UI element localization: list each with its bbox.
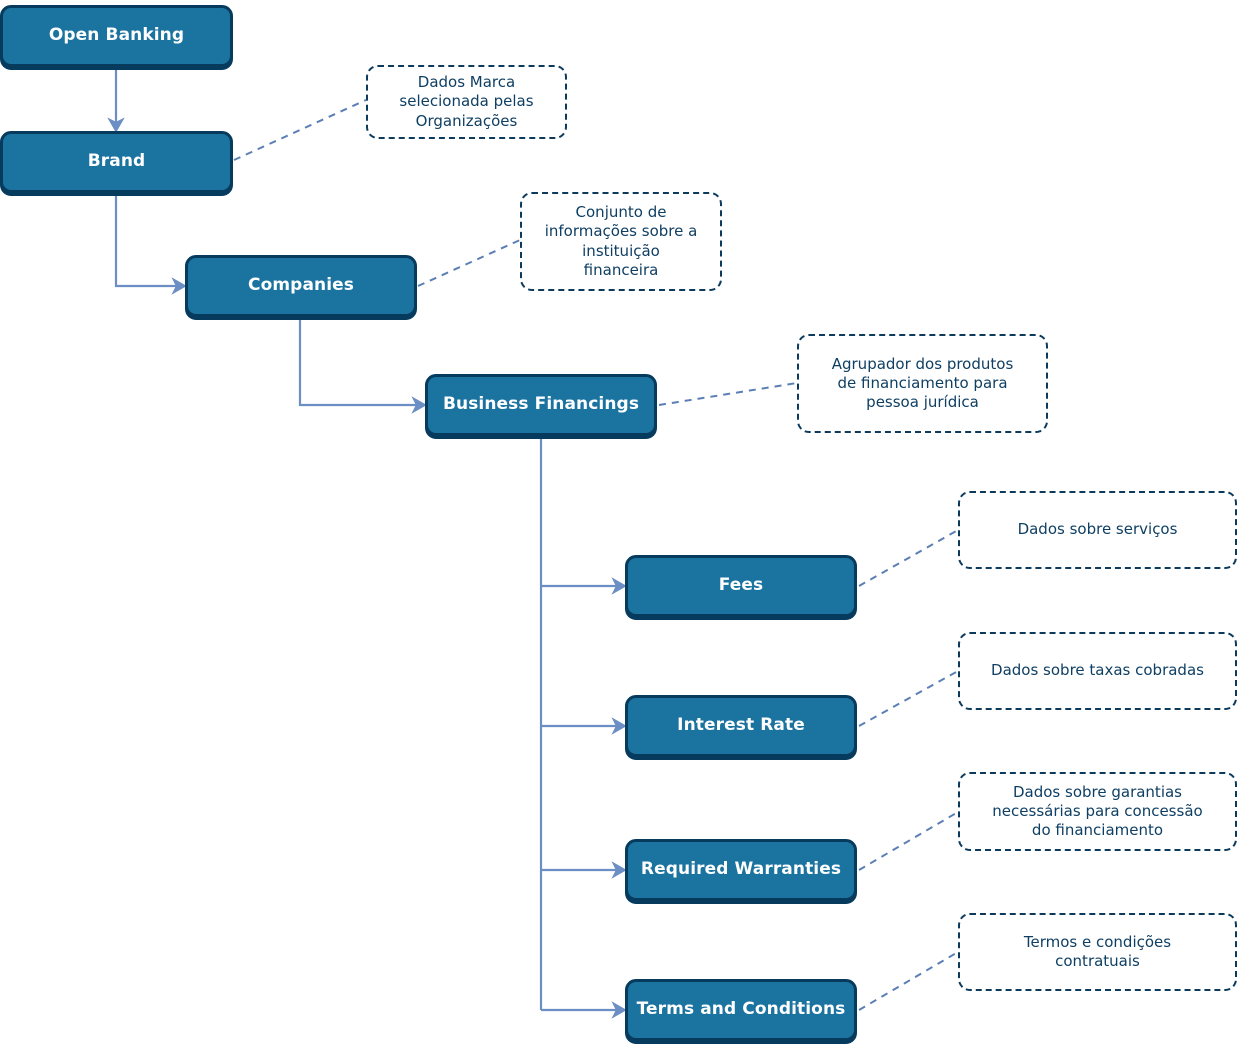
- node-required-warranties-label: Required Warranties: [640, 859, 842, 880]
- note-interest-rate-text: Dados sobre taxas cobradas: [991, 661, 1204, 680]
- node-fees-label: Fees: [718, 575, 764, 596]
- edge-fees-to-note: [858, 529, 959, 587]
- edge-warranties-to-note: [858, 811, 959, 871]
- node-business-financings[interactable]: Business Financings: [425, 374, 657, 436]
- node-terms-and-conditions-label: Terms and Conditions: [636, 999, 846, 1020]
- node-required-warranties[interactable]: Required Warranties: [625, 839, 857, 901]
- node-open-banking-label: Open Banking: [48, 25, 185, 46]
- node-companies[interactable]: Companies: [185, 255, 417, 317]
- node-business-financings-label: Business Financings: [442, 394, 640, 415]
- node-brand[interactable]: Brand: [0, 131, 233, 193]
- node-fees[interactable]: Fees: [625, 555, 857, 617]
- edge-brand-to-note: [233, 99, 367, 161]
- edge-financings-to-note: [658, 382, 798, 406]
- edge-brand-to-companies: [114, 196, 187, 295]
- note-required-warranties-text: Dados sobre garantias necessárias para c…: [992, 782, 1203, 840]
- note-fees: Dados sobre serviços: [958, 491, 1237, 569]
- note-fees-text: Dados sobre serviços: [1017, 520, 1178, 539]
- note-brand: Dados Marca selecionada pelas Organizaçõ…: [366, 65, 567, 139]
- note-brand-text: Dados Marca selecionada pelas Organizaçõ…: [399, 73, 534, 130]
- edge-companies-to-note: [417, 239, 521, 287]
- edge-terms-to-note: [858, 951, 959, 1011]
- note-terms-and-conditions-text: Termos e condições contratuais: [1023, 932, 1172, 970]
- note-companies-text: Conjunto de informações sobre a institui…: [544, 203, 698, 279]
- node-companies-label: Companies: [248, 275, 354, 296]
- node-interest-rate[interactable]: Interest Rate: [625, 695, 857, 757]
- edge-companies-to-business-financings: [298, 320, 427, 414]
- note-business-financings-text: Agrupador dos produtos de financiamento …: [831, 354, 1014, 412]
- node-terms-and-conditions[interactable]: Terms and Conditions: [625, 979, 857, 1041]
- note-interest-rate: Dados sobre taxas cobradas: [958, 632, 1237, 710]
- note-business-financings: Agrupador dos produtos de financiamento …: [797, 334, 1048, 433]
- node-interest-rate-label: Interest Rate: [677, 715, 805, 736]
- node-brand-label: Brand: [87, 151, 146, 172]
- note-terms-and-conditions: Termos e condições contratuais: [958, 913, 1237, 991]
- edge-interest-to-note: [858, 670, 959, 727]
- node-open-banking[interactable]: Open Banking: [0, 5, 233, 67]
- note-companies: Conjunto de informações sobre a institui…: [520, 192, 722, 291]
- note-required-warranties: Dados sobre garantias necessárias para c…: [958, 772, 1237, 851]
